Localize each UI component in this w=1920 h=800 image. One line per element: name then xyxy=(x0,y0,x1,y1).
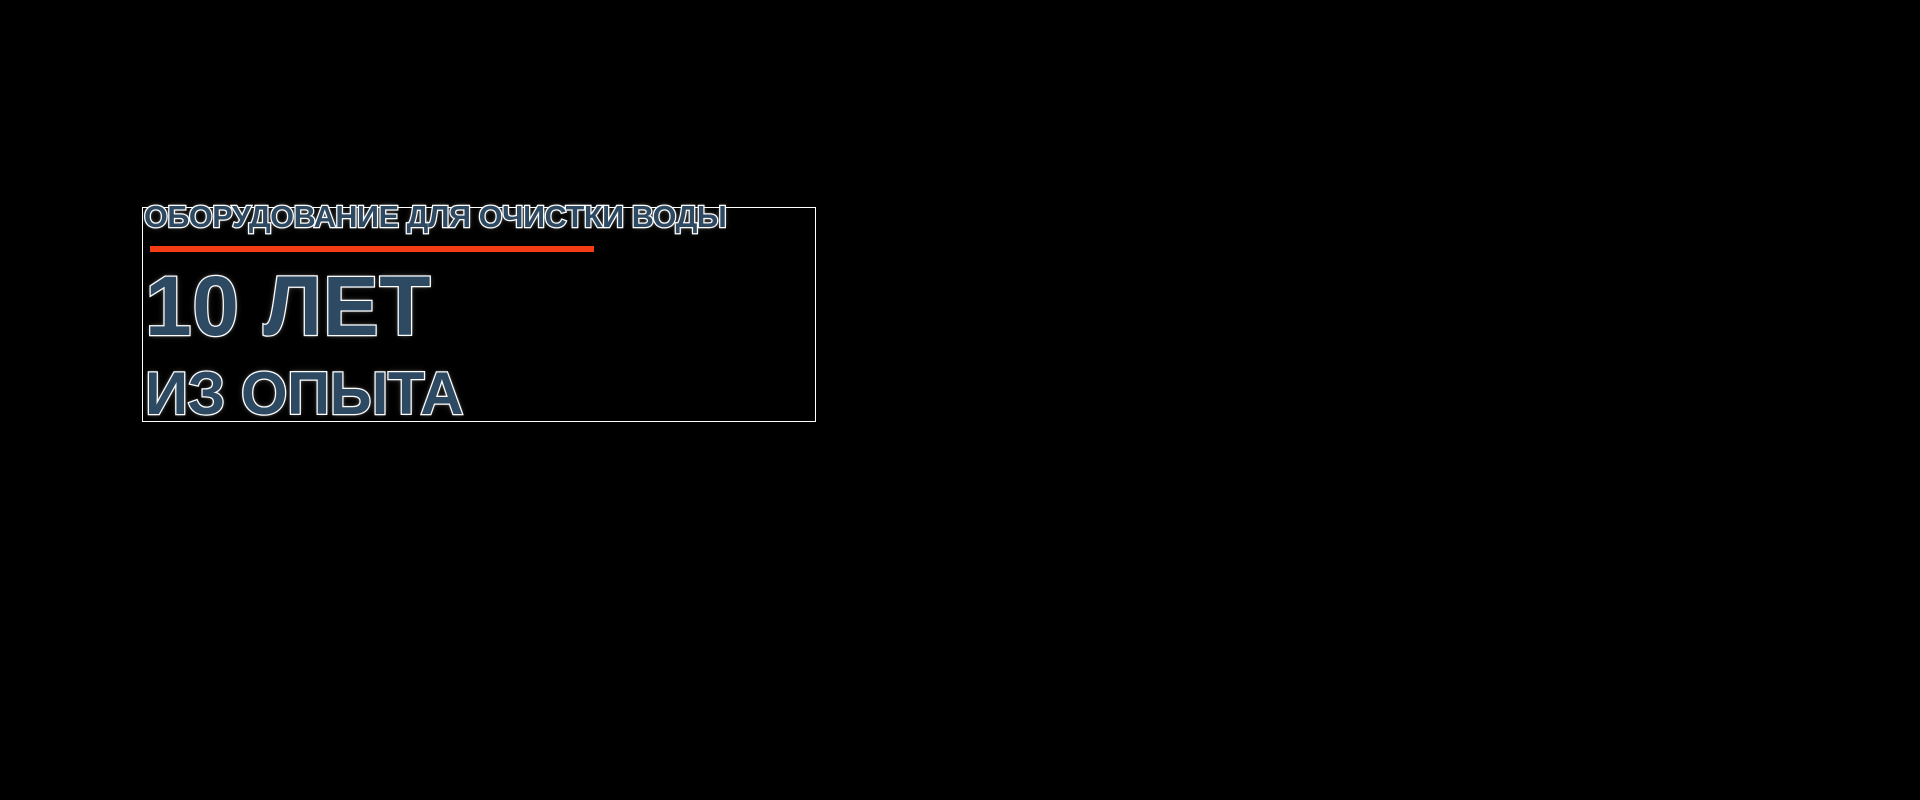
hero-experience-line: ИЗ ОПЫТА xyxy=(144,360,465,427)
hero-years-line: 10 ЛЕТ xyxy=(144,259,432,353)
accent-bar xyxy=(150,246,594,252)
hero-headline: ОБОРУДОВАНИЕ ДЛЯ ОЧИСТКИ ВОДЫ xyxy=(143,198,728,235)
hero-frame-border xyxy=(142,207,816,422)
